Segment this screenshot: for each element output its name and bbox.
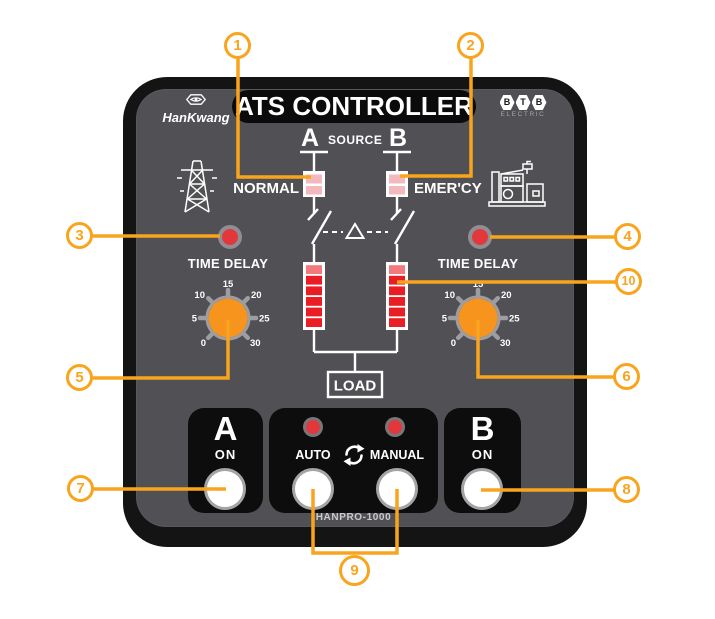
time-delay-label-a: TIME DELAY — [187, 256, 269, 271]
source-b-label: B — [388, 124, 408, 152]
manual-mode-led — [388, 420, 402, 434]
auto-mode-led — [306, 420, 320, 434]
knob-b-tick-15: 15 — [473, 279, 484, 290]
knob-b-dial[interactable] — [458, 298, 498, 338]
panel-a-on-label: ON — [214, 447, 237, 462]
auto-label: AUTO — [295, 448, 331, 462]
time-delay-label-b: TIME DELAY — [437, 256, 519, 271]
page-title: ATS CONTROLLER — [232, 90, 476, 123]
callout-3: 3 — [66, 222, 93, 249]
callout-6: 6 — [613, 363, 640, 390]
knob-a-tick-30: 30 — [250, 338, 261, 349]
generator-icon — [488, 160, 546, 207]
knob-b-tick-25: 25 — [509, 314, 520, 325]
knob-a-tick-20: 20 — [251, 290, 262, 301]
status-led-b — [472, 229, 488, 245]
panel-b-letter: B — [470, 410, 495, 447]
knob-b-tick-20: 20 — [501, 290, 512, 301]
manual-label: MANUAL — [369, 448, 425, 462]
btb-logo-subtitle: ELECTRIC — [500, 111, 546, 118]
hankwang-logo-text: HanKwang — [162, 110, 230, 125]
callout-2: 2 — [457, 32, 484, 59]
panel-b-on-label: ON — [471, 447, 494, 462]
callout-7: 7 — [67, 475, 94, 502]
knob-a-dial[interactable] — [208, 298, 248, 338]
auto-button[interactable] — [292, 468, 334, 510]
power-tower-icon — [177, 160, 217, 213]
source-a-on-button[interactable] — [204, 468, 246, 510]
source-b-on-button[interactable] — [461, 468, 503, 510]
knob-b-tick-5: 5 — [442, 314, 448, 325]
emergency-label: EMER'CY — [414, 180, 482, 197]
hankwang-logo: HanKwang — [152, 92, 240, 125]
knob-a-tick-25: 25 — [259, 314, 270, 325]
callout-9: 9 — [339, 555, 370, 586]
knob-b-tick-0: 0 — [451, 338, 456, 349]
callout-1: 1 — [224, 32, 251, 59]
source-label: SOURCE — [328, 133, 383, 147]
auto-manual-sync-icon — [343, 444, 365, 466]
callout-8: 8 — [613, 476, 640, 503]
time-delay-knob-b[interactable]: 0 5 10 15 20 25 30 — [423, 263, 533, 373]
btb-hex-b2: B — [531, 95, 547, 110]
manual-button[interactable] — [376, 468, 418, 510]
model-number: HANPRO-1000 — [315, 512, 392, 523]
knob-b-tick-30: 30 — [500, 338, 511, 349]
panel-a-letter: A — [213, 410, 238, 447]
knob-a-tick-10: 10 — [194, 290, 205, 301]
knob-a-tick-0: 0 — [201, 338, 206, 349]
btb-hex-t: T — [515, 95, 531, 110]
callout-5: 5 — [66, 364, 93, 391]
hankwang-mark-icon — [185, 94, 207, 105]
source-a-label: A — [300, 124, 320, 152]
callout-10: 10 — [615, 268, 642, 295]
time-delay-knob-a[interactable]: 0 5 10 15 20 25 30 — [173, 263, 283, 373]
normal-label: NORMAL — [233, 180, 299, 197]
knob-a-tick-5: 5 — [192, 314, 198, 325]
btb-hex-b1: B — [499, 95, 515, 110]
status-led-a — [222, 229, 238, 245]
knob-b-tick-10: 10 — [444, 290, 455, 301]
knob-a-tick-15: 15 — [223, 279, 234, 290]
callout-4: 4 — [614, 223, 641, 250]
